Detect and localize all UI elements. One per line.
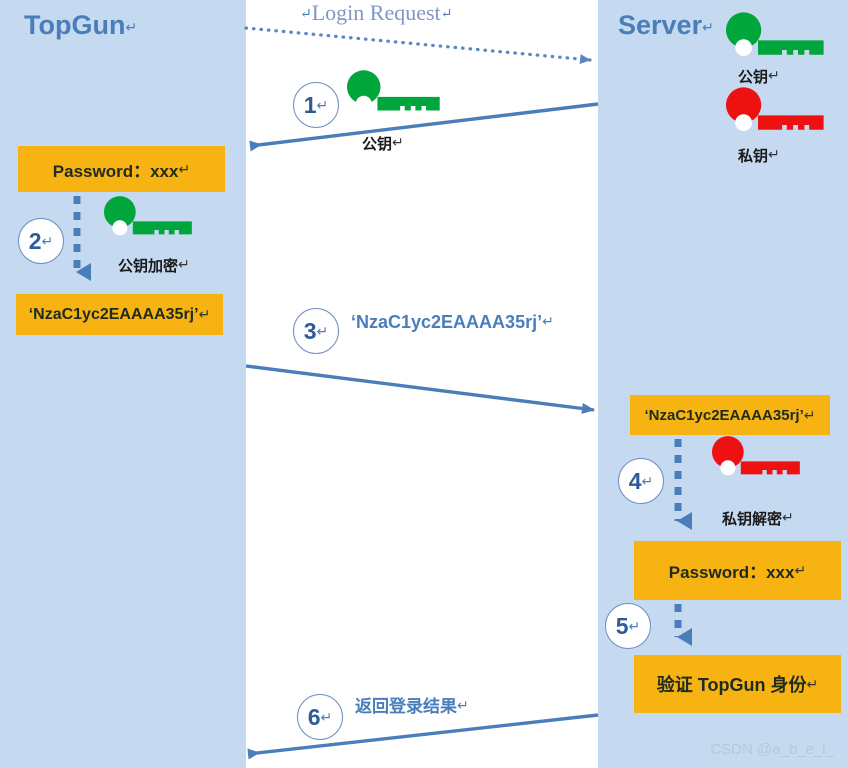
pilcrow-mark: ↵ (320, 708, 333, 725)
box-password-topgun: Password：xxx↵ (18, 146, 225, 192)
pilcrow-mark: ↵ (457, 698, 469, 714)
watermark: CSDN @a_b_e_l_ (710, 741, 834, 758)
box-verify-identity-text: 验证 TopGun 身份 (656, 675, 807, 695)
step-number: 4 (628, 467, 642, 494)
label-server-private-key-text: 私钥 (738, 147, 769, 165)
box-ciphertext-topgun: ‘NzaC1yc2EAAAA35rj’↵ (16, 294, 223, 335)
step-marker-4[interactable]: 4↵ (618, 458, 664, 504)
box-password-server: Password：xxx↵ (634, 541, 841, 600)
box-ciphertext-server: ‘NzaC1yc2EAAAA35rj’↵ (630, 395, 830, 435)
step-marker-5[interactable]: 5↵ (605, 603, 651, 649)
label-return-login-result: 返回登录结果↵ (355, 692, 469, 717)
pilcrow-mark: ↵ (542, 313, 554, 329)
arrow-login-request (244, 26, 592, 65)
step-number: 3 (303, 317, 317, 344)
actor-panel-server (598, 0, 848, 768)
label-login-request: ↵Login Request↵ (300, 0, 452, 26)
actor-title-topgun: TopGun↵ (24, 10, 137, 41)
label-server-public-key: 公钥↵ (738, 66, 780, 87)
pilcrow-mark: ↵ (702, 19, 714, 35)
pilcrow-mark: ↵ (198, 306, 211, 322)
actor-title-server: Server↵ (618, 10, 714, 41)
pilcrow-mark: ↵ (628, 617, 641, 634)
public-key-icon (347, 70, 440, 112)
box-ciphertext-topgun-text: ‘NzaC1yc2EAAAA35rj’ (28, 305, 199, 323)
box-password-topgun-text: Password：xxx (52, 161, 179, 181)
pilcrow-mark: ↵ (768, 68, 780, 84)
pilcrow-mark: ↵ (782, 510, 794, 526)
box-verify-identity: 验证 TopGun 身份↵ (634, 655, 841, 713)
box-ciphertext-server-text: ‘NzaC1yc2EAAAA35rj’ (644, 406, 804, 424)
label-public-key-transfer-text: 公钥 (362, 135, 393, 153)
step-number: 1 (303, 91, 317, 118)
step-marker-1[interactable]: 1↵ (293, 82, 339, 128)
label-ciphertext-transfer: ‘NzaC1yc2EAAAA35rj’↵ (351, 312, 554, 333)
pilcrow-mark: ↵ (300, 7, 312, 22)
pilcrow-mark: ↵ (41, 232, 54, 249)
step-number: 5 (615, 612, 629, 639)
pilcrow-mark: ↵ (316, 322, 329, 339)
label-server-public-key-text: 公钥 (738, 68, 769, 86)
pilcrow-mark: ↵ (806, 675, 819, 692)
pilcrow-mark: ↵ (803, 406, 816, 423)
label-server-private-key: 私钥↵ (738, 145, 780, 166)
actor-panel-topgun (0, 0, 246, 768)
pilcrow-mark: ↵ (178, 257, 190, 273)
step-marker-6[interactable]: 6↵ (297, 694, 343, 740)
pilcrow-mark: ↵ (178, 160, 191, 177)
label-login-request-text: Login Request (311, 0, 441, 25)
arrow-step-3-ciphertext (245, 364, 595, 414)
label-public-key-transfer: 公钥↵ (362, 133, 404, 154)
step-marker-3[interactable]: 3↵ (293, 308, 339, 354)
label-return-login-result-text: 返回登录结果 (355, 697, 457, 717)
step-marker-2[interactable]: 2↵ (18, 218, 64, 264)
pilcrow-mark: ↵ (316, 96, 329, 113)
label-public-key-encrypt-text: 公钥加密 (118, 257, 179, 275)
label-private-key-decrypt: 私钥解密↵ (722, 508, 794, 529)
pilcrow-mark: ↵ (641, 472, 654, 489)
label-ciphertext-transfer-text: ‘NzaC1yc2EAAAA35rj’ (351, 312, 543, 332)
step-number: 2 (28, 227, 42, 254)
step-number: 6 (307, 703, 321, 730)
label-public-key-encrypt: 公钥加密↵ (118, 255, 190, 276)
pilcrow-mark: ↵ (125, 19, 138, 35)
pilcrow-mark: ↵ (392, 135, 404, 151)
actor-title-topgun-text: TopGun (24, 10, 126, 40)
box-password-server-text: Password：xxx (668, 563, 795, 582)
pilcrow-mark: ↵ (440, 7, 453, 22)
pilcrow-mark: ↵ (794, 562, 807, 578)
label-private-key-decrypt-text: 私钥解密 (722, 510, 783, 528)
pilcrow-mark: ↵ (768, 147, 780, 163)
actor-title-server-text: Server (618, 10, 703, 40)
